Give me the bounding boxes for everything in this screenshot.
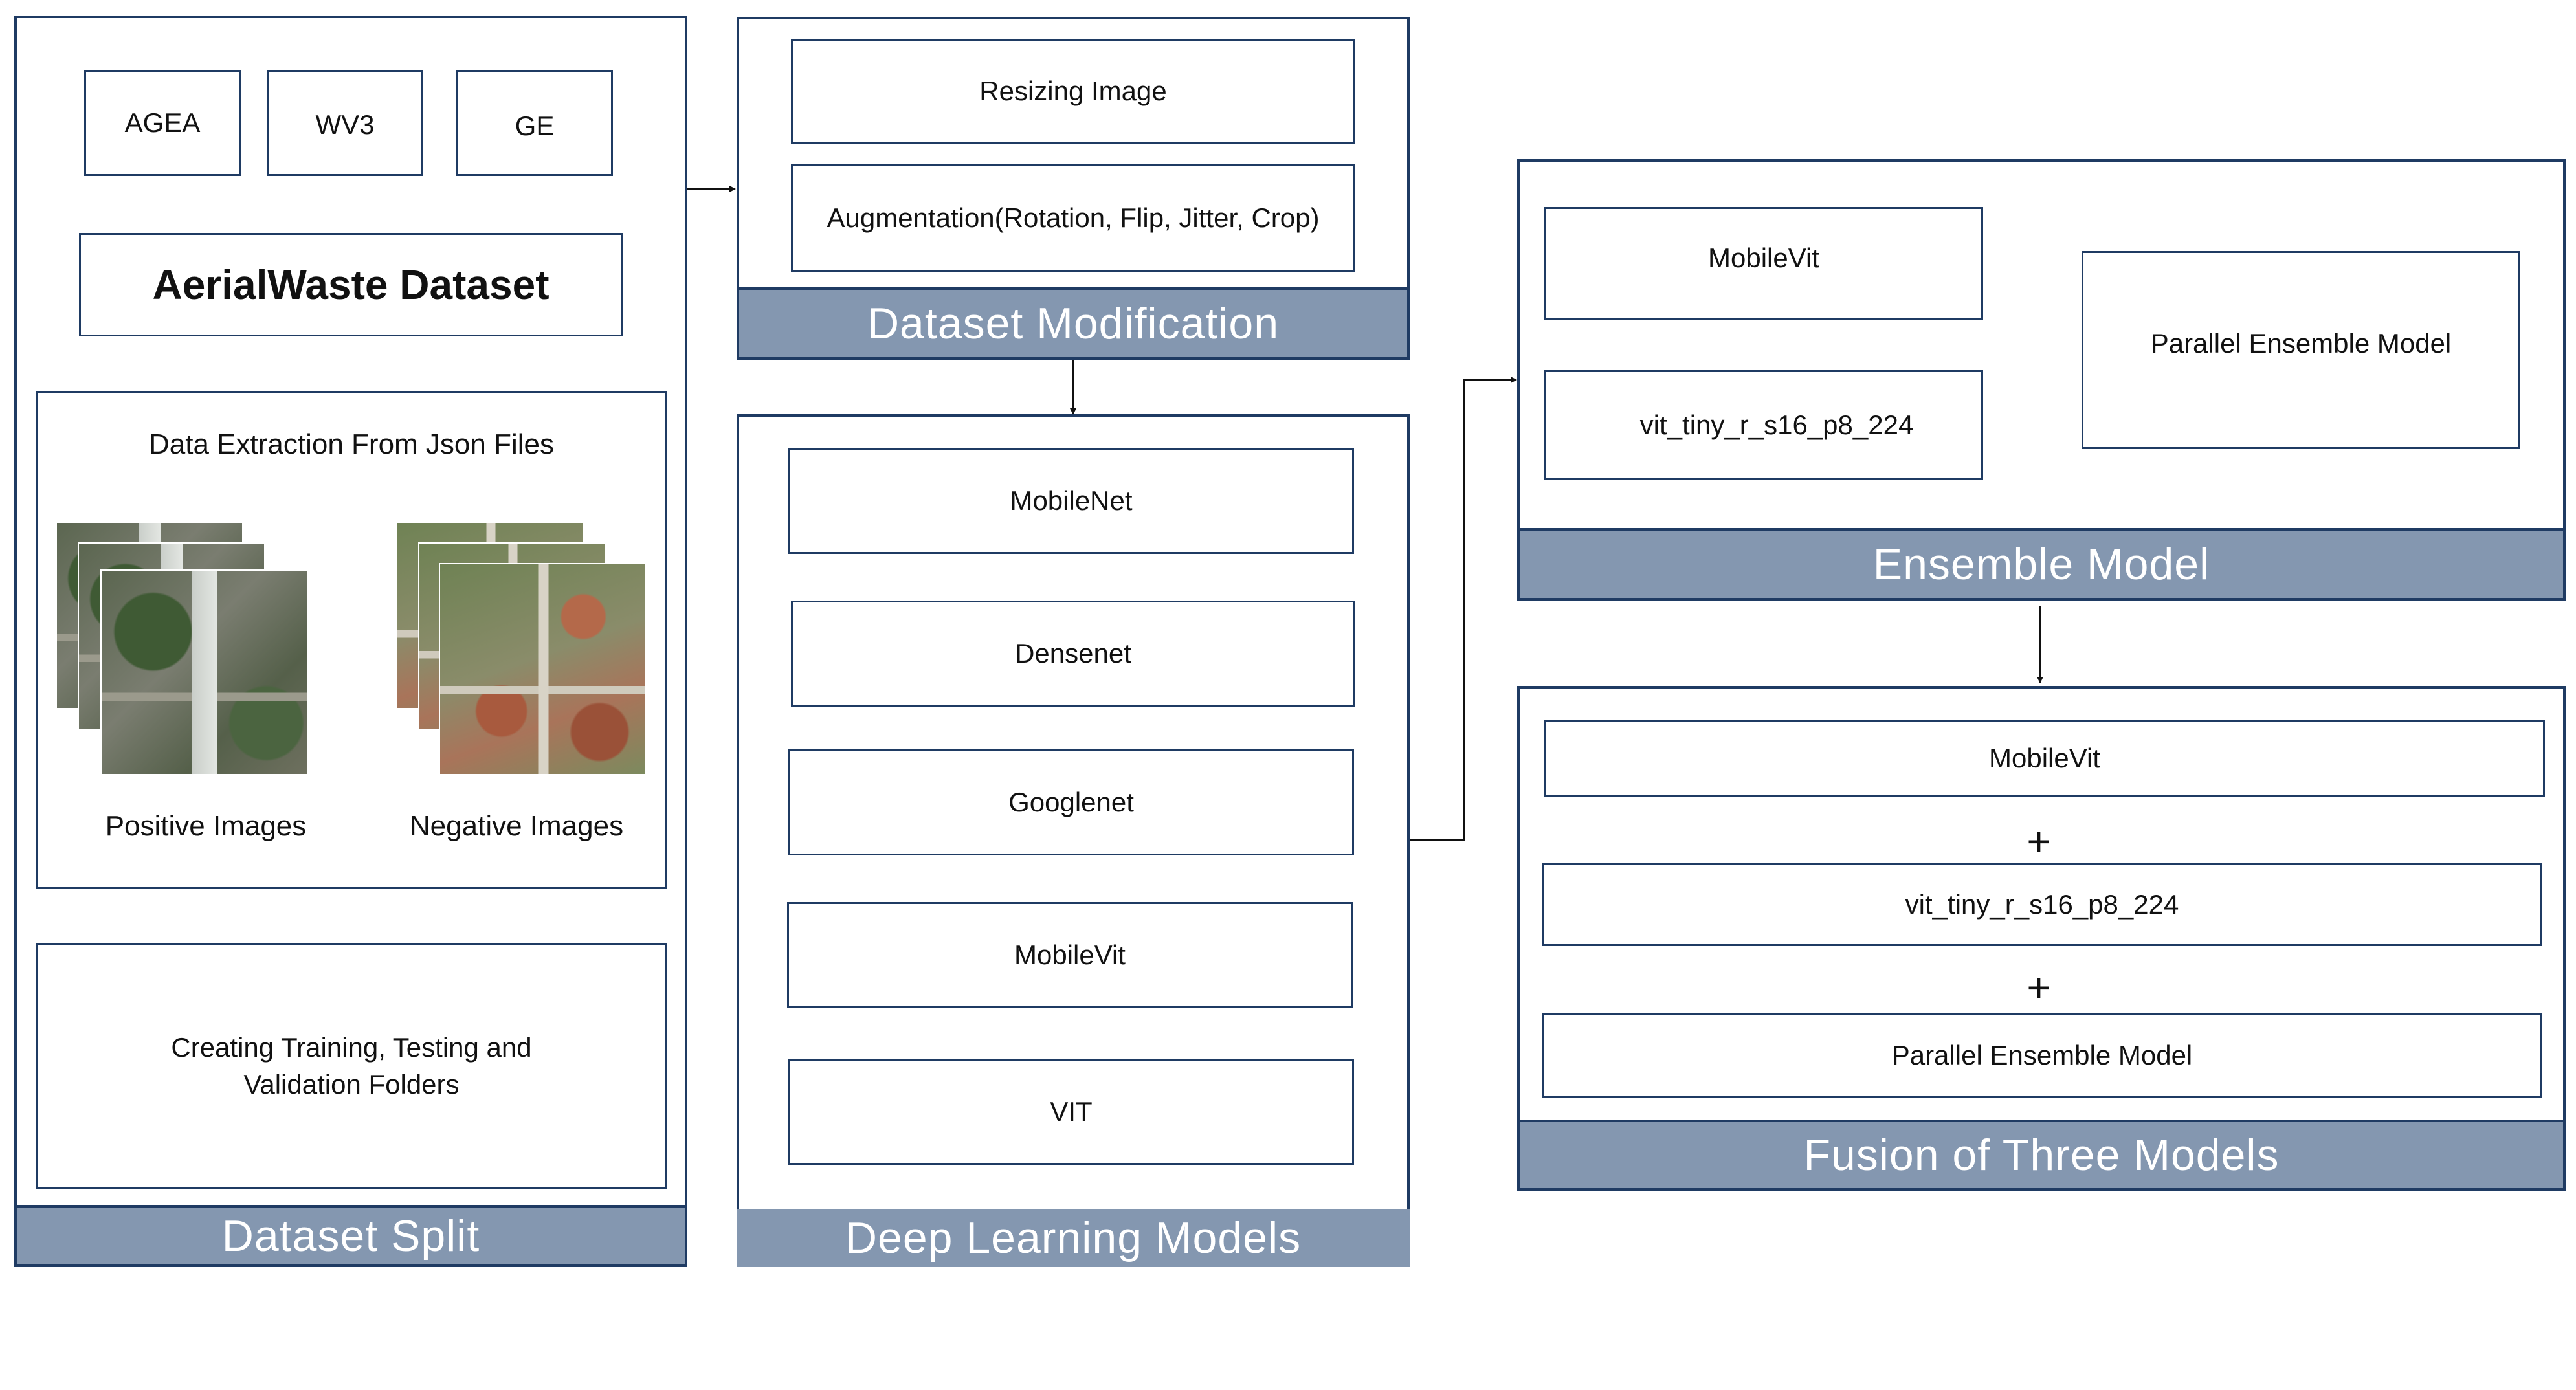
positive-images-label: Positive Images	[105, 810, 307, 842]
model-googlenet-box: Googlenet	[788, 749, 1354, 855]
parallel-ensemble-label: Parallel Ensemble Model	[2150, 328, 2452, 359]
model-googlenet-label: Googlenet	[1008, 786, 1134, 817]
ensemble-mobilevit-label: MobileVit	[1708, 243, 1819, 273]
ensemble-vittiny-box: vit_tiny_r_s16_p8_224	[1544, 370, 1983, 480]
aerialwaste-dataset-title: AerialWaste Dataset	[152, 261, 550, 308]
negative-image-3	[439, 563, 646, 775]
create-folders-box: Creating Training, Testing and Validatio…	[36, 943, 667, 1189]
model-mobilenet-label: MobileNet	[1010, 485, 1133, 516]
source-wv3-box: WV3	[267, 70, 423, 176]
source-agea-box: AGEA	[84, 70, 241, 176]
model-densenet-box: Densenet	[791, 601, 1355, 707]
model-mobilevit-box: MobileVit	[787, 902, 1353, 1008]
fusion-ensemble-label: Parallel Ensemble Model	[1891, 1039, 2193, 1070]
ensemble-mobilevit-box: MobileVit	[1544, 207, 1983, 320]
dataset-modification-band: Dataset Modification	[737, 287, 1410, 360]
fusion-vittiny-label: vit_tiny_r_s16_p8_224	[1905, 888, 2179, 920]
ensemble-band: Ensemble Model	[1517, 528, 2566, 601]
deep-learning-band: Deep Learning Models	[737, 1209, 1410, 1267]
model-vit-label: VIT	[1050, 1096, 1093, 1127]
fusion-mobilevit-label: MobileVit	[1989, 742, 2100, 773]
source-wv3-label: WV3	[315, 109, 375, 140]
model-vit-box: VIT	[788, 1059, 1354, 1165]
source-agea-label: AGEA	[124, 107, 201, 138]
arrow-deeplearning-to-ensemble	[1410, 377, 1517, 841]
data-extraction-title: Data Extraction From Json Files	[149, 428, 554, 460]
create-folders-label: Creating Training, Testing and Validatio…	[171, 1032, 532, 1099]
ensemble-vittiny-label: vit_tiny_r_s16_p8_224	[1639, 409, 1914, 440]
resizing-image-label: Resizing Image	[979, 75, 1167, 106]
dataset-split-band: Dataset Split	[14, 1205, 687, 1267]
model-densenet-label: Densenet	[1015, 637, 1131, 668]
fusion-vittiny-box: vit_tiny_r_s16_p8_224	[1542, 863, 2542, 946]
augmentation-label: Augmentation(Rotation, Flip, Jitter, Cro…	[827, 202, 1320, 233]
fusion-plus-2: +	[2026, 964, 2051, 1011]
negative-images-label: Negative Images	[409, 810, 624, 842]
parallel-ensemble-box: Parallel Ensemble Model	[2082, 251, 2520, 449]
positive-image-3	[100, 569, 309, 775]
source-ge-label: GE	[515, 110, 555, 141]
fusion-plus-1: +	[2026, 818, 2051, 865]
aerialwaste-dataset-box: AerialWaste Dataset	[79, 233, 623, 336]
fusion-ensemble-box: Parallel Ensemble Model	[1542, 1013, 2542, 1098]
model-mobilenet-box: MobileNet	[788, 448, 1354, 554]
model-mobilevit-label: MobileVit	[1014, 939, 1126, 970]
fusion-mobilevit-box: MobileVit	[1544, 720, 2545, 797]
source-ge-box: GE	[456, 70, 613, 176]
fusion-band: Fusion of Three Models	[1517, 1120, 2566, 1191]
augmentation-box: Augmentation(Rotation, Flip, Jitter, Cro…	[791, 164, 1355, 272]
resizing-image-box: Resizing Image	[791, 39, 1355, 144]
